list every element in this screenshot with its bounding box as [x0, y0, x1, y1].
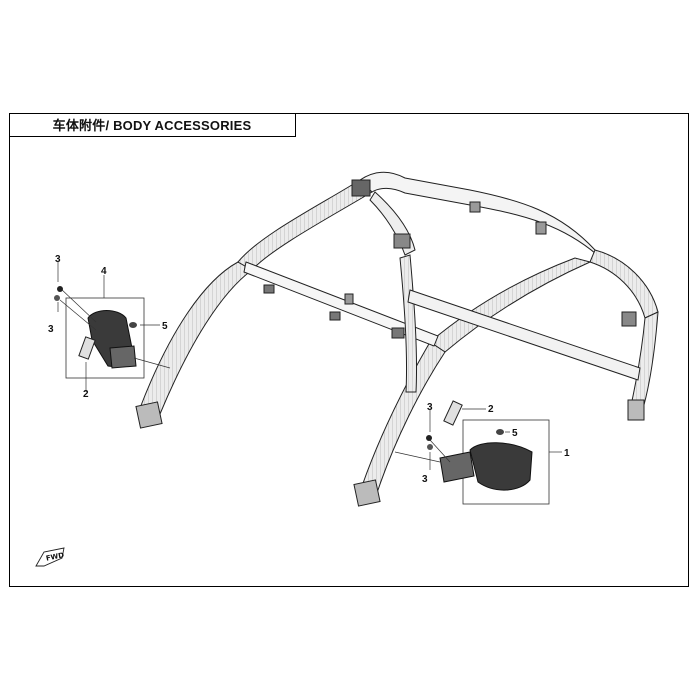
bracket: [469, 201, 481, 213]
bracket: [344, 293, 354, 305]
left-mirror-glass: [78, 336, 96, 360]
left-front-pillar: [139, 261, 253, 415]
fwd-arrow-icon: [35, 547, 65, 567]
right-screw: [496, 429, 504, 435]
right-mirror-glass: [443, 400, 463, 426]
bracket: [351, 179, 371, 197]
callout-right-5: 5: [512, 428, 518, 439]
left-screw: [129, 322, 137, 328]
right-mirror-housing: [469, 442, 533, 491]
callout-right-3-top: 3: [427, 402, 433, 413]
bracket: [263, 284, 275, 294]
right-washer: [427, 444, 433, 450]
right-mirror-mount: [439, 451, 475, 483]
right-rear-leg: [629, 311, 659, 413]
front-crossbar: [243, 261, 439, 347]
left-front-foot: [135, 401, 163, 429]
right-leader: [429, 439, 451, 463]
callout-left-3-bottom: 3: [48, 324, 54, 335]
left-mirror-assembly: [54, 286, 171, 379]
bracket: [329, 311, 341, 321]
lower-rear-crossbar: [407, 289, 641, 381]
left-group-box: [65, 297, 145, 379]
bracket: [393, 233, 411, 249]
callout-right-1: 1: [564, 448, 570, 459]
left-mirror-mount: [109, 345, 137, 369]
callout-left-3-top: 3: [55, 254, 61, 265]
callout-right-2: 2: [488, 404, 494, 415]
callout-right-3-bottom: 3: [422, 474, 428, 485]
right-leader: [394, 451, 441, 463]
bracket: [621, 311, 637, 327]
fwd-label: FWD: [45, 551, 65, 563]
left-washer: [54, 295, 60, 301]
bracket: [391, 327, 405, 339]
roll-cage: [135, 171, 659, 507]
left-leader: [133, 357, 171, 369]
right-nut: [426, 435, 432, 441]
callout-leaders: [57, 262, 562, 470]
callout-left-4: 4: [101, 266, 107, 277]
right-front-foot: [353, 479, 381, 507]
page-title: 车体附件/ BODY ACCESSORIES: [52, 118, 252, 133]
right-front-pillar: [361, 341, 446, 491]
left-leader: [59, 299, 97, 331]
callout-left-2: 2: [83, 389, 89, 400]
right-rear-foot: [627, 399, 645, 421]
right-rear-tube: [589, 249, 659, 319]
bracket: [535, 221, 547, 235]
diagram-frame: [9, 113, 689, 587]
callout-left-5: 5: [162, 321, 168, 332]
fwd-arrow: FWD: [35, 547, 65, 567]
left-leader: [59, 287, 97, 323]
right-mirror-assembly: [394, 400, 550, 505]
left-nut: [57, 286, 63, 292]
title-box: 车体附件/ BODY ACCESSORIES: [9, 113, 296, 137]
